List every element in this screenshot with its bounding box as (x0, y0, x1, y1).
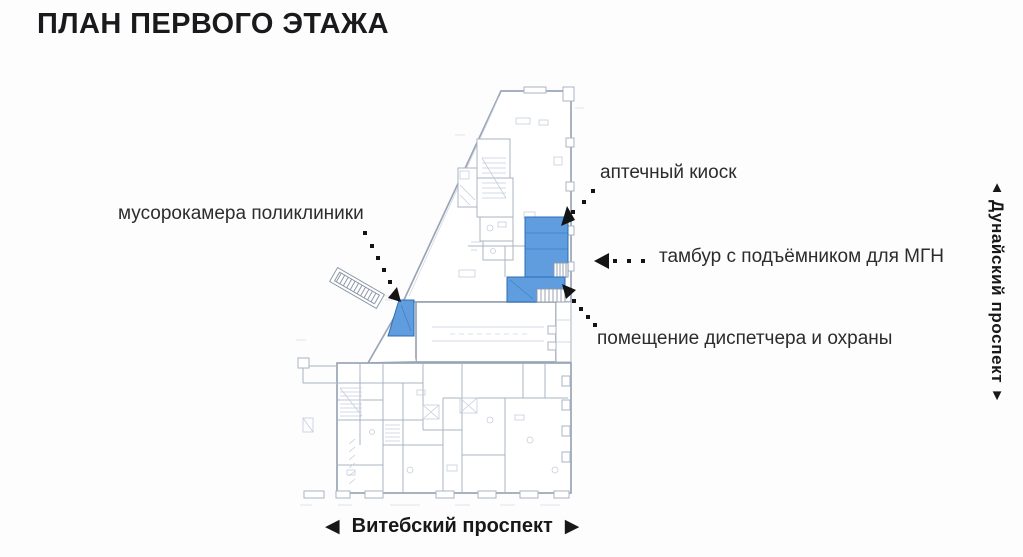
arrowhead-icon (561, 206, 575, 226)
label-pharmacy-kiosk: аптечный киоск (600, 162, 737, 183)
dotted-arrow-pharmacy (561, 189, 595, 226)
label-tambour-lift: тамбур с подъёмником для МГН (659, 246, 945, 267)
highlighted-rooms (387, 216, 569, 337)
arrow-right-icon: ▶ (564, 516, 580, 537)
street-vitebsky-name: Витебский проспект (351, 515, 553, 537)
street-dunaysky: ▲ Дунайский проспект ▼ (974, 180, 1020, 403)
street-dunaysky-name: Дунайский проспект (988, 200, 1007, 384)
arrow-down-icon: ▼ (989, 387, 1005, 405)
arrow-up-icon: ▲ (989, 179, 1005, 196)
arrowhead-icon (388, 287, 401, 302)
dotted-arrow-tambour (594, 253, 645, 269)
label-dispatcher-security: помещение диспетчера и охраны (597, 328, 893, 349)
arrowhead-icon (562, 284, 576, 299)
arrowhead-icon (594, 253, 609, 269)
dotted-arrow-garbage (363, 231, 401, 302)
label-garbage-chamber: мусорокамера поликлиники (118, 203, 364, 224)
stair-core (457, 138, 514, 261)
lower-block (297, 357, 572, 494)
street-vitebsky: ◀ Витебский проспект ▶ (325, 515, 579, 538)
entrance-porches (300, 490, 570, 506)
arrow-left-icon: ◀ (325, 516, 340, 537)
upper-hall-fixtures (296, 107, 584, 341)
dotted-arrow-dispatcher (562, 284, 597, 327)
external-ramp (328, 266, 386, 310)
garbage-room-highlight (387, 299, 415, 337)
page-title: ПЛАН ПЕРВОГО ЭТАЖА (37, 8, 389, 40)
